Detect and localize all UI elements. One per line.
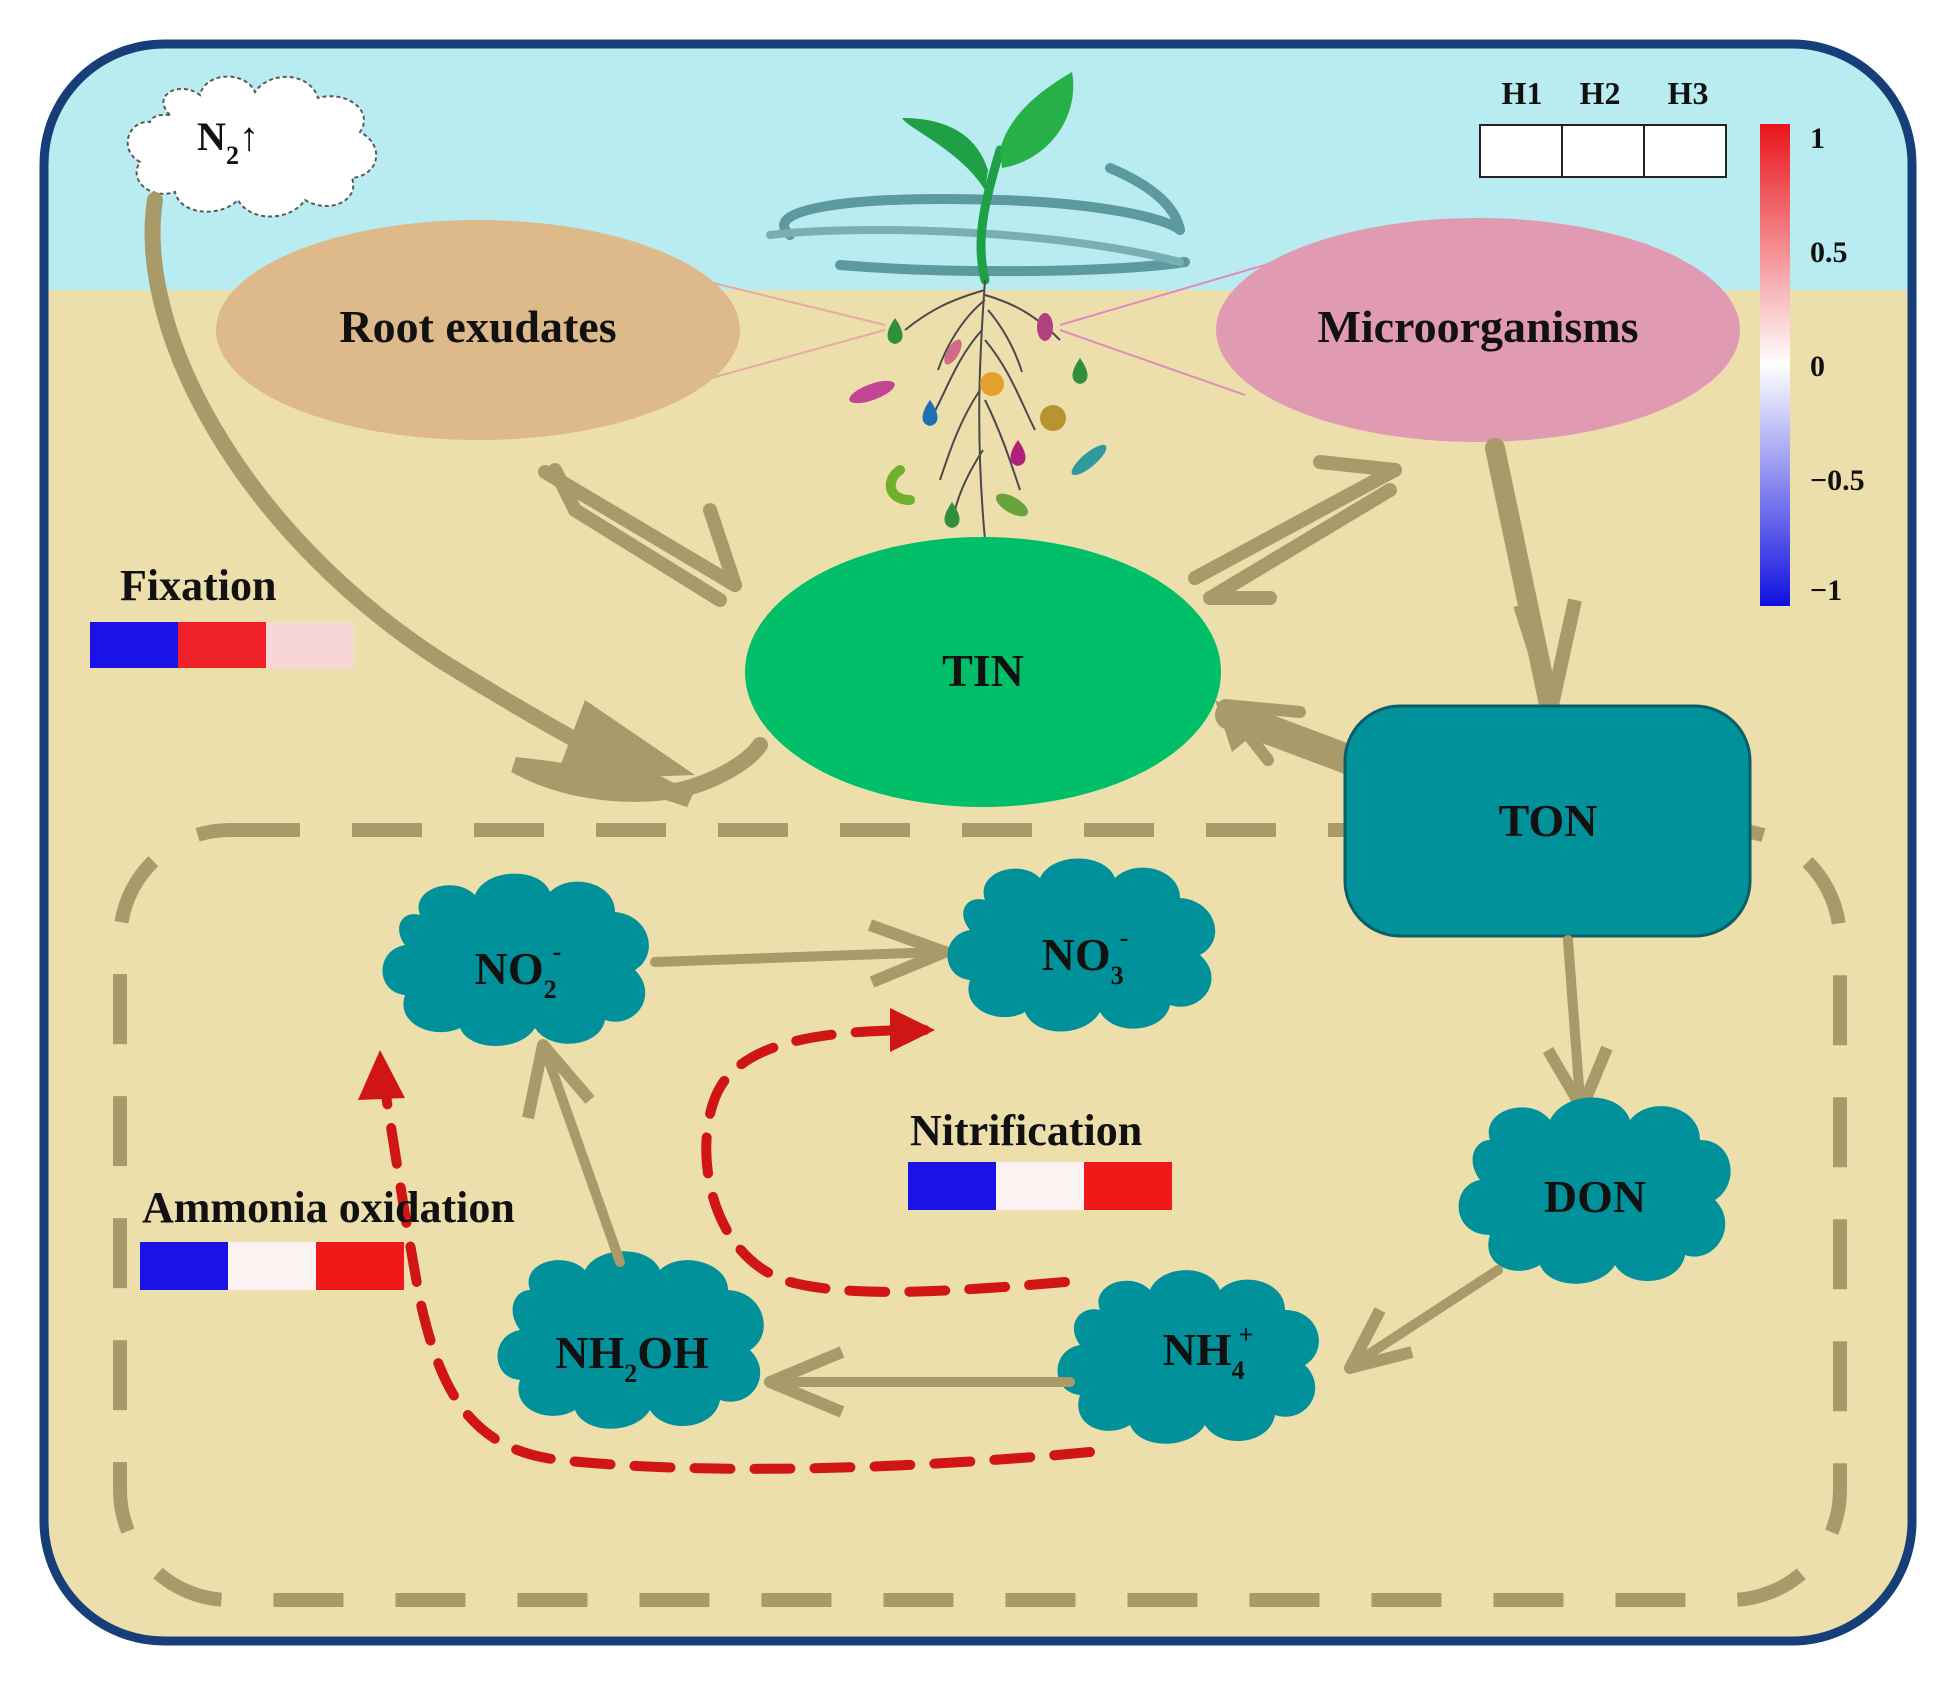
ton-label: TON (1499, 795, 1598, 846)
pointer-line (1059, 261, 1276, 396)
root-exudates-pool (216, 220, 740, 440)
nh2oh-label: NH2OH (555, 1327, 709, 1388)
tin-label: TIN (942, 645, 1024, 696)
nh4-label: NH4+ (1163, 1320, 1254, 1385)
no3-label: NO3- (1042, 923, 1129, 990)
colorbar-gradient (1760, 124, 1790, 606)
ammonia-oxidation-label: Ammonia oxidation (142, 1183, 515, 1232)
colorbar: 1 0.5 0 −0.5 −1 (1760, 122, 1865, 607)
legend-h2: H2 (1580, 75, 1621, 111)
don-nh4-arrow (1355, 1265, 1503, 1365)
nitrification-dashed-path (701, 1025, 1070, 1297)
nh4-cloud: NH4+ (1057, 1270, 1319, 1444)
bacterium-icon (995, 493, 1029, 517)
nh2oh-cloud: NH2OH (497, 1251, 764, 1429)
n2-cloud: N2↑ (126, 75, 378, 218)
root-exudates-label: Root exudates (339, 301, 616, 352)
treatment-legend: H1 H2 H3 (1479, 75, 1727, 178)
ton-pool (1343, 704, 1752, 938)
legend-h3: H3 (1668, 75, 1709, 111)
legend-cell-h3 (1643, 124, 1727, 178)
right-leaf (1000, 72, 1074, 168)
bacterium-icon (849, 380, 895, 404)
no2-no3-arrow (650, 947, 945, 967)
bacterium-icon (885, 465, 915, 505)
nitrification-cell-h1 (908, 1162, 996, 1210)
ammonia-oxidation-arrowhead (358, 1050, 405, 1100)
nitrification-heat-strip (908, 1162, 1172, 1210)
virus-icon (1040, 405, 1066, 431)
fixation-cell-h2 (178, 622, 266, 668)
droplet-icon (944, 502, 960, 528)
root-tin-exchange-arrows (538, 463, 742, 607)
legend-cell-h1 (1479, 124, 1563, 178)
legend-cell-h2 (1561, 124, 1645, 178)
tin-pool (745, 537, 1221, 807)
don-nh4-arrowhead (1344, 1307, 1414, 1374)
fixation-cell-h3 (266, 622, 354, 668)
don-label: DON (1544, 1171, 1646, 1222)
left-leaf (902, 118, 988, 190)
microorganisms-label: Microorganisms (1317, 301, 1638, 352)
ammonia-oxidation-heat-strip (140, 1242, 404, 1290)
colorbar-tick-0-5: 0.5 (1810, 236, 1848, 269)
droplet-icon (922, 400, 938, 426)
plant-illustration (639, 72, 1276, 541)
don-cloud: DON (1458, 1097, 1731, 1284)
ton-don-arrow (1563, 935, 1585, 1105)
colorbar-tick-neg-0-5: −0.5 (1810, 464, 1865, 497)
droplet-icon (887, 318, 903, 344)
roots (904, 279, 1061, 541)
outer-frame (39, 39, 1917, 1646)
fixation-arrowhead (555, 700, 695, 780)
fixation-arrow (144, 192, 768, 808)
ammonia-oxidation-dashed-path (380, 1085, 1095, 1474)
ammonia-oxidation-cell-h2 (228, 1242, 316, 1290)
ammonia-oxidation-cell-h3 (316, 1242, 404, 1290)
fixation-label: Fixation (120, 561, 276, 610)
nitrification-label: Nitrification (910, 1106, 1142, 1155)
droplet-icon (1010, 440, 1026, 466)
ammonia-oxidation-cell-h1 (140, 1242, 228, 1290)
no3-cloud: NO3- (947, 858, 1216, 1032)
nh2oh-no2-arrowhead (522, 1039, 595, 1120)
legend-h1: H1 (1502, 75, 1543, 111)
nitrification-cell-h3 (1084, 1162, 1172, 1210)
fixation-cell-h1 (90, 622, 178, 668)
bacterium-icon (944, 339, 962, 365)
no2-label: NO2- (475, 937, 562, 1004)
bacterium-icon (1071, 444, 1107, 476)
nh4-nh2oh-arrowhead (764, 1346, 845, 1418)
nitrification-cell-h2 (996, 1162, 1084, 1210)
fixation-heat-strip (90, 622, 354, 668)
n2-label: N2↑ (197, 114, 259, 170)
nh2oh-no2-arrow (540, 1045, 625, 1267)
no2-cloud: NO2- (382, 873, 649, 1046)
no2-no3-arrowhead (867, 919, 951, 988)
microorganisms-pool (1216, 218, 1740, 442)
nitrification-arrowhead (890, 1008, 935, 1052)
colorbar-tick-1: 1 (1810, 122, 1825, 155)
plant-stem (976, 145, 1005, 285)
droplet-icon (1072, 358, 1088, 384)
colorbar-tick-neg-1: −1 (1810, 574, 1842, 607)
fungus-icon (980, 372, 1004, 396)
bacterium-icon (1037, 313, 1053, 341)
colorbar-tick-0: 0 (1810, 350, 1825, 383)
micro-tin-exchange-arrows (1188, 455, 1402, 605)
process-zone-border (113, 823, 1847, 1607)
